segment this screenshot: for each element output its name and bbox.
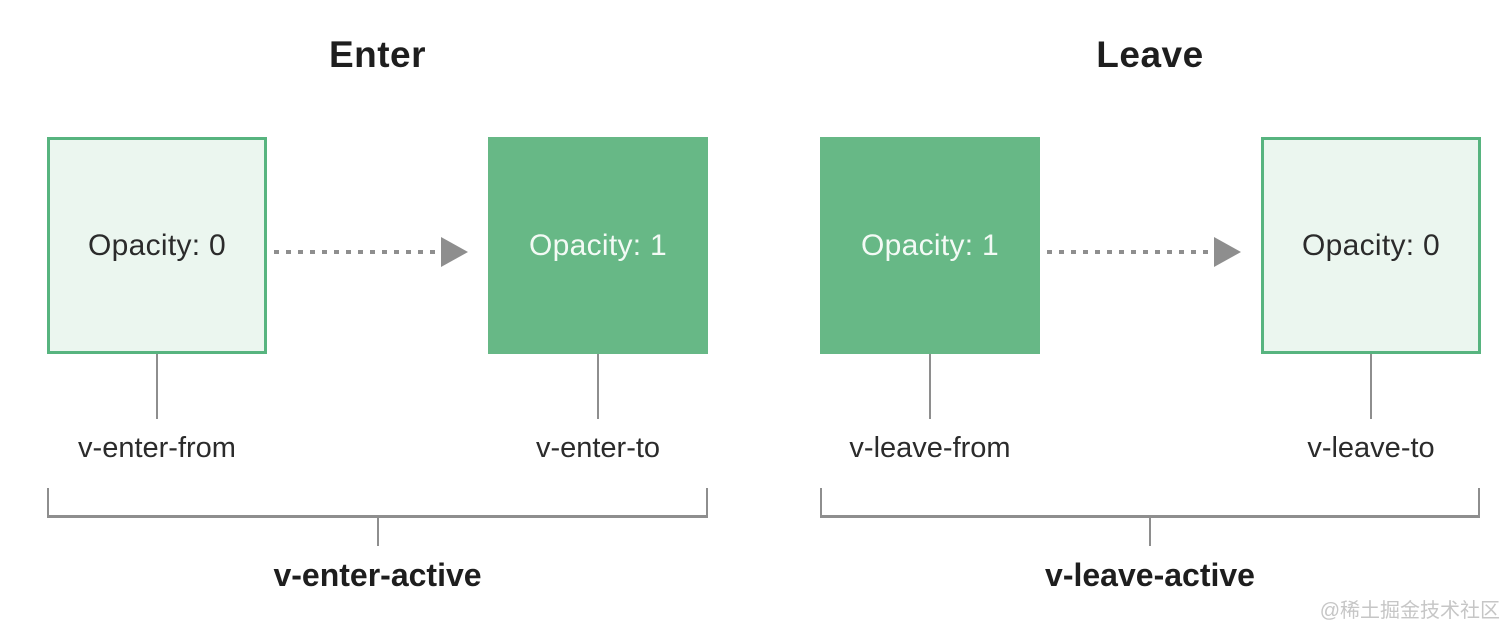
enter-active-label: v-enter-active — [273, 557, 482, 593]
leave-to-label: v-leave-to — [1307, 432, 1435, 464]
enter-from-box: Opacity: 0 — [47, 137, 267, 354]
arrowhead-icon — [1214, 237, 1241, 267]
enter-section: Enter Opacity: 0 Opacity: 1 v-enter-from… — [47, 0, 708, 631]
enter-to-connector-line — [597, 354, 599, 419]
enter-from-box-text: Opacity: 0 — [87, 228, 227, 262]
leave-active-bracket-tick — [1149, 517, 1151, 546]
leave-section-title: Leave — [1096, 34, 1204, 75]
leave-active-bracket — [820, 488, 1480, 518]
enter-transition-arrow — [274, 237, 468, 267]
leave-to-box-text: Opacity: 0 — [1301, 228, 1441, 262]
enter-from-connector-line — [156, 354, 158, 419]
dashed-line-icon — [274, 250, 441, 254]
leave-to-box: Opacity: 0 — [1261, 137, 1481, 354]
arrowhead-icon — [441, 237, 468, 267]
enter-active-bracket-tick — [376, 517, 379, 546]
enter-to-box: Opacity: 1 — [488, 137, 708, 354]
leave-from-connector-line — [929, 354, 931, 419]
leave-section: Leave Opacity: 1 Opacity: 0 v-leave-from… — [820, 0, 1481, 631]
leave-active-label: v-leave-active — [1045, 557, 1255, 593]
leave-from-box-text: Opacity: 1 — [860, 228, 1000, 262]
enter-to-label: v-enter-to — [535, 432, 661, 464]
enter-from-label: v-enter-from — [78, 432, 236, 464]
leave-from-label: v-leave-from — [849, 432, 1011, 464]
leave-from-box: Opacity: 1 — [820, 137, 1040, 354]
leave-to-connector-line — [1370, 354, 1372, 419]
site-watermark: @稀土掘金技术社区 — [1319, 600, 1500, 622]
leave-transition-arrow — [1047, 237, 1241, 267]
enter-to-box-text: Opacity: 1 — [528, 228, 668, 262]
dashed-line-icon — [1047, 250, 1214, 254]
enter-section-title: Enter — [328, 34, 427, 75]
enter-active-bracket — [47, 488, 708, 518]
